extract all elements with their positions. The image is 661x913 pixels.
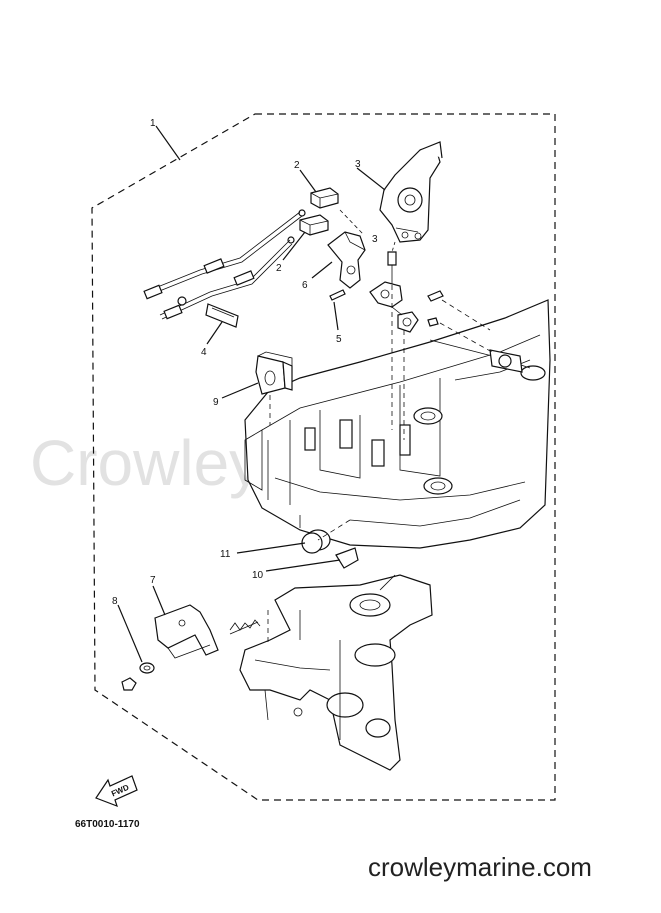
part-8-washer xyxy=(121,662,155,691)
part-9-holder xyxy=(255,351,293,395)
washer-lower xyxy=(287,236,295,244)
throttle-shift-cables xyxy=(143,211,303,320)
part-3-lever-bracket xyxy=(379,141,443,243)
spring xyxy=(229,619,261,635)
part-4-plate xyxy=(205,303,239,328)
callout-10: 10 xyxy=(252,570,264,581)
washer-upper xyxy=(298,209,306,217)
callout-8: 8 xyxy=(112,596,118,607)
part-10-wedge xyxy=(335,547,359,569)
bottom-cowling-drawing xyxy=(244,299,551,549)
callout-9: 9 xyxy=(213,397,219,408)
part-7-bracket xyxy=(154,604,219,659)
callout-1: 1 xyxy=(150,118,156,129)
leader-lines xyxy=(117,125,493,663)
part-5-pin xyxy=(329,289,346,301)
swivel-bracket-drawing xyxy=(239,574,433,771)
part-code: 66T0010-1170 xyxy=(75,819,140,830)
callout-11: 11 xyxy=(220,549,231,560)
callout-4: 4 xyxy=(201,347,207,358)
callout-5: 5 xyxy=(336,334,342,345)
part-2-cable-holder-upper xyxy=(310,187,339,209)
callout-3-upper: 3 xyxy=(355,159,361,170)
footer-url: crowleymarine.com xyxy=(368,852,592,882)
fwd-arrow-icon: FWD xyxy=(95,775,138,808)
callout-2-lower: 2 xyxy=(276,263,282,274)
callout-6: 6 xyxy=(302,280,308,291)
part-6-cable-bracket xyxy=(327,231,366,289)
callout-7: 7 xyxy=(150,575,156,586)
callout-2-upper: 2 xyxy=(294,160,300,171)
link-and-bolt xyxy=(369,251,444,333)
part-11-plug xyxy=(301,529,331,554)
part-2-cable-holder-lower xyxy=(299,214,329,236)
assembly-boundary xyxy=(91,113,556,801)
callout-3-lower: 3 xyxy=(372,234,378,245)
